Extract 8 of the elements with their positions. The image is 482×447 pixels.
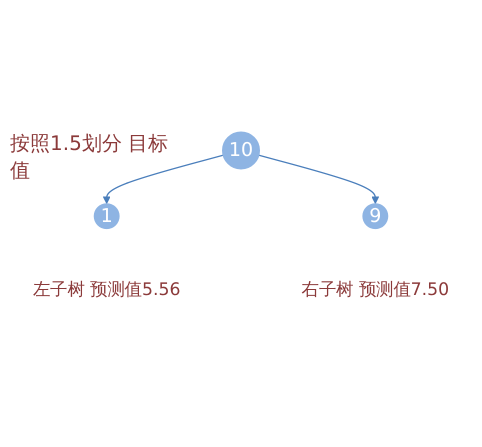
annotation-text: 按照1.5划分 目标值 xyxy=(10,130,170,184)
node-circle: 9 xyxy=(362,203,388,230)
node-circle: 10 xyxy=(222,131,260,170)
node-circle: 1 xyxy=(94,203,120,230)
node-label: 左子树 预测值5.56 xyxy=(32,278,181,300)
arrow xyxy=(258,154,380,204)
arrow xyxy=(102,154,224,204)
node-label: 右子树 预测值7.50 xyxy=(301,278,450,300)
